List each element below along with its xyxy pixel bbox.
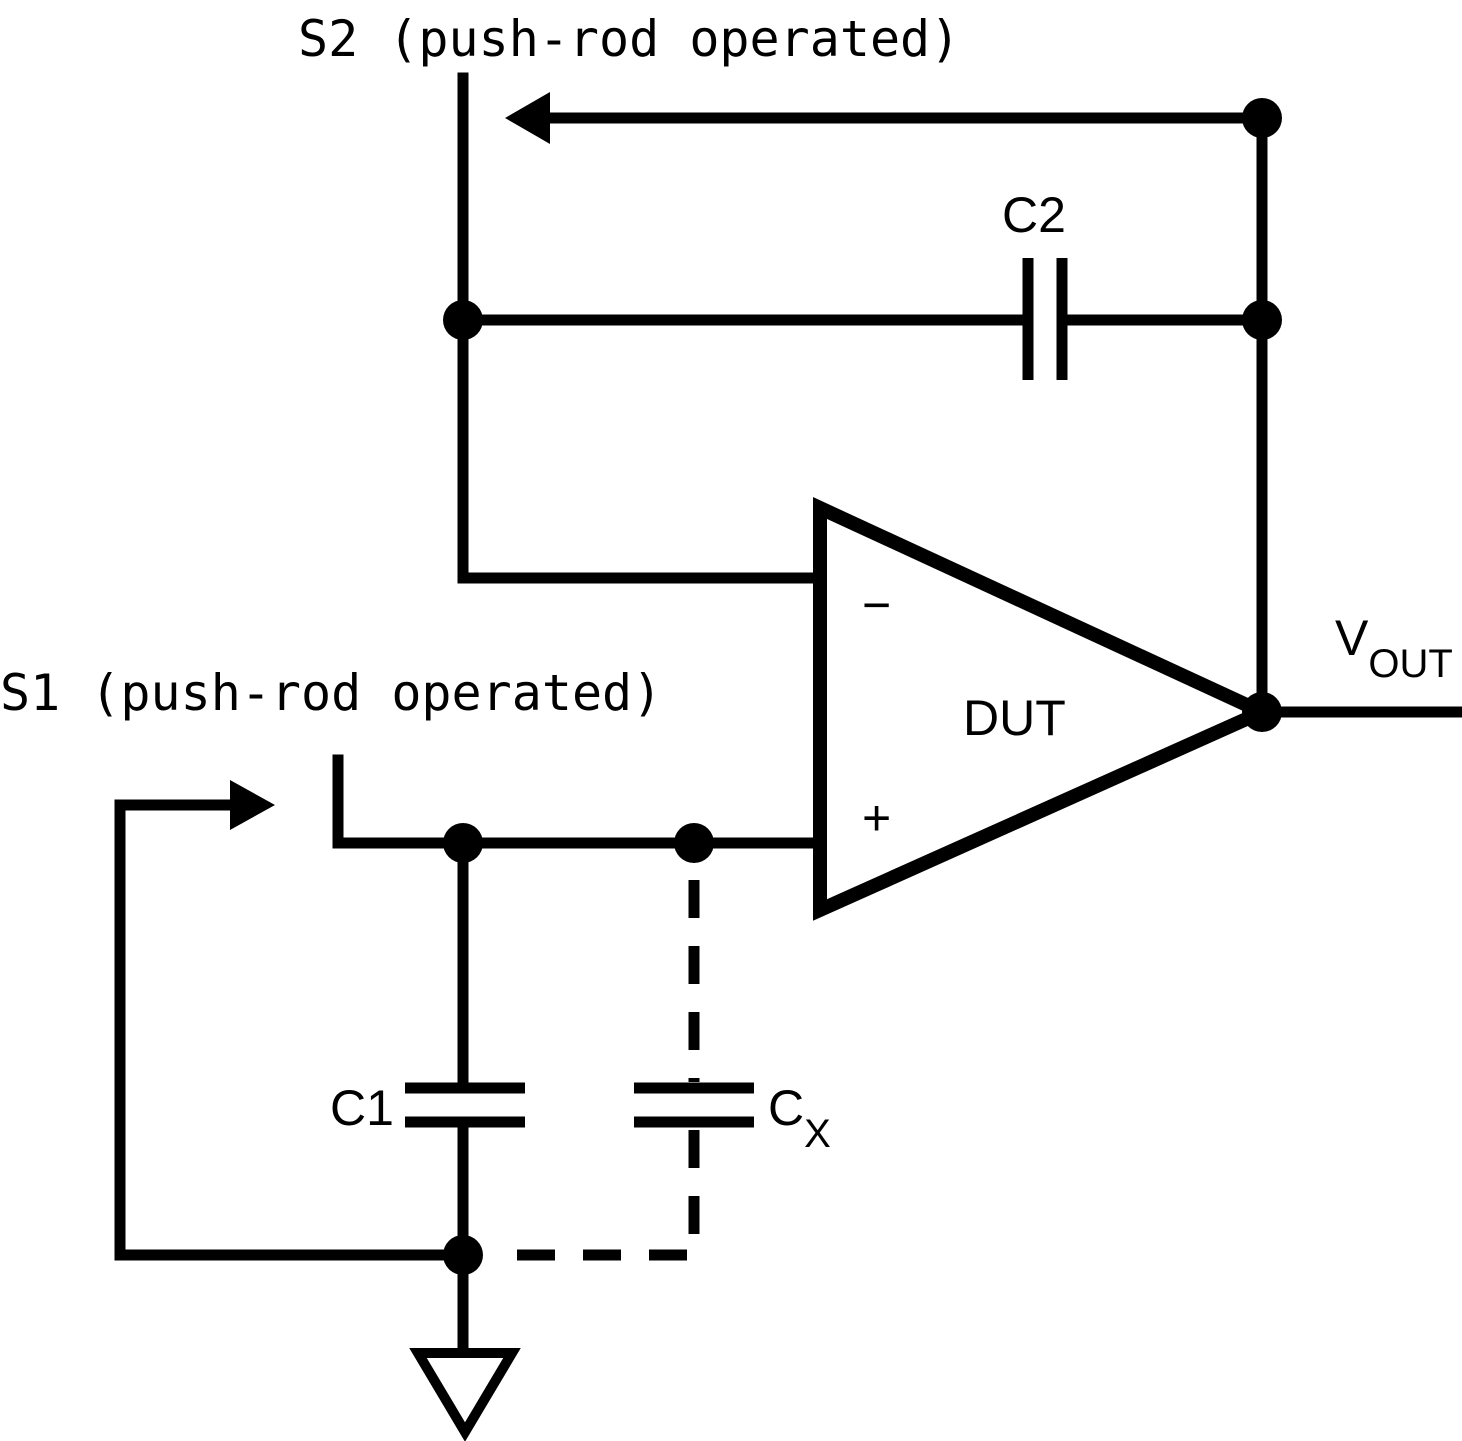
s1-pushrod-line xyxy=(114,799,469,1261)
junction-dot xyxy=(1242,98,1282,138)
plus-input-label: + xyxy=(862,790,891,846)
junction-dot xyxy=(443,1235,483,1275)
c2-label: C2 xyxy=(1002,187,1066,243)
vout-label: VOUT xyxy=(1335,610,1453,686)
junction-dot xyxy=(674,823,714,863)
junction-dot xyxy=(443,300,483,340)
vout-label-sub: OUT xyxy=(1368,642,1452,686)
dut-opamp-triangle xyxy=(813,497,1279,921)
s1-switch-blade xyxy=(332,754,826,849)
dut-label: DUT xyxy=(963,690,1066,746)
s2-label: S2 (push-rod operated) xyxy=(298,10,960,68)
ground-symbol xyxy=(409,1348,521,1441)
cx-bottom-wire-dashed xyxy=(505,1130,700,1261)
s1-label: S1 (push-rod operated) xyxy=(0,664,662,722)
junction-dot xyxy=(1242,692,1282,732)
s2-pushrod-arrowhead xyxy=(505,92,550,144)
vout-label-main: V xyxy=(1335,610,1369,666)
cx-label-main: C xyxy=(768,1080,804,1136)
s1-pushrod-arrowhead xyxy=(230,780,275,830)
cx-label: CX xyxy=(768,1080,831,1156)
junction-dot xyxy=(443,823,483,863)
minus-input-label: − xyxy=(862,577,891,633)
c1-label: C1 xyxy=(330,1080,394,1136)
junction-dot xyxy=(1242,300,1282,340)
cx-label-sub: X xyxy=(804,1112,831,1156)
inverting-input-wire xyxy=(457,314,826,584)
